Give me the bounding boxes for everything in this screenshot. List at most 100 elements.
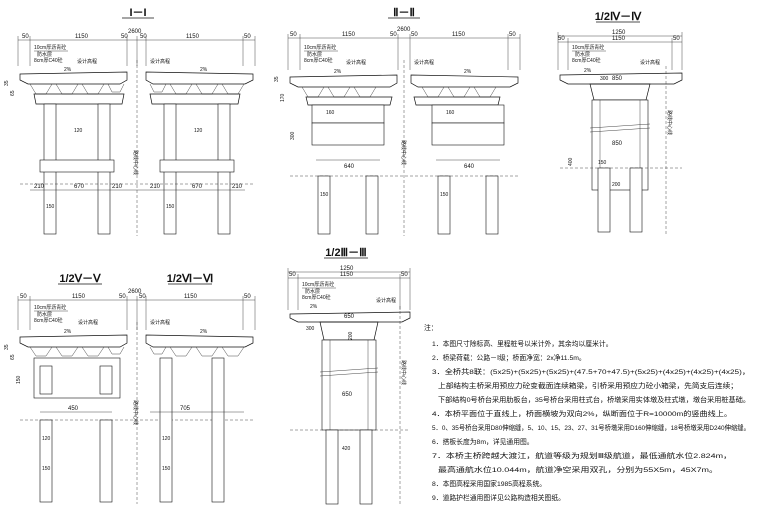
- label: 8cm厚C40砼: [304, 57, 333, 64]
- label: 2%: [200, 67, 208, 73]
- label: 8cm厚C40砼: [34, 317, 63, 324]
- dim: 150: [16, 375, 22, 384]
- dim: 650: [342, 392, 353, 398]
- dim: 50: [20, 294, 27, 300]
- label: 设计高程: [346, 59, 366, 66]
- label: 35: [4, 344, 10, 350]
- label: 10cm厚沥青砼: [304, 44, 336, 51]
- label: 防水层: [37, 311, 52, 318]
- dim: 50: [290, 32, 297, 38]
- dim: 210: [232, 184, 243, 190]
- dim: 150: [162, 466, 171, 472]
- dim: 300: [306, 326, 315, 332]
- label: 设计高程: [376, 297, 396, 304]
- dim: 120: [194, 128, 203, 134]
- label: 2%: [200, 329, 208, 335]
- dim: 450: [68, 406, 79, 412]
- section-3-3: 1/2Ⅲ－Ⅲ 1250 50 1150 50 10cm厚沥青砼 防水层 8cm厚…: [287, 247, 411, 506]
- dim: 300: [600, 76, 609, 82]
- notes-heading: 注：: [424, 323, 438, 332]
- label: 65: [10, 90, 16, 96]
- note-item: 4．本桥平面位于直线上，桥面横坡为双向2%，纵断面位于R=10000m的竖曲线上…: [432, 409, 732, 418]
- dim: 150: [320, 192, 329, 198]
- note-item: 上部结构主桥采用预应力砼变截面连续箱梁，引桥采用预应力砼小箱梁，先简支后连续；: [438, 381, 738, 390]
- label: 设计高程: [77, 58, 97, 65]
- label: 2%: [64, 329, 72, 335]
- note-item: 3．全桥共8联：(5x25)+(5x25)+(5x25)+(47.5+70+47…: [432, 367, 750, 376]
- label: 8cm厚C40砼: [302, 294, 331, 301]
- dim: 50: [390, 32, 397, 38]
- dim: 200: [348, 331, 354, 340]
- dim: 1150: [186, 34, 200, 40]
- dim: 705: [180, 406, 191, 412]
- dim: 2600: [128, 29, 142, 35]
- label: 防水层: [307, 51, 322, 58]
- dim: 670: [74, 184, 85, 190]
- dim: 1250: [612, 30, 626, 36]
- dim: 120: [162, 436, 171, 442]
- centerline-label: 路线中心线: [400, 360, 407, 385]
- section-6-title: 1/2Ⅵ－Ⅵ: [167, 273, 214, 285]
- label: 2%: [464, 69, 472, 75]
- label: 防水层: [37, 51, 52, 58]
- dim: 50: [244, 34, 251, 40]
- dim: 150: [440, 192, 449, 198]
- label: 设计高程: [150, 58, 170, 65]
- note-item: 下部结构0号桥台采用肋板台，35号桥台采用柱式台，桥墩采用实体墩及柱式墩，墩台采…: [438, 395, 750, 404]
- label: 10cm厚沥青砼: [34, 304, 66, 311]
- dim: 670: [192, 184, 203, 190]
- dim: 1150: [612, 36, 626, 42]
- dim: 1150: [452, 32, 466, 38]
- label: 设计高程: [414, 59, 434, 66]
- dim: 420: [342, 446, 351, 452]
- dim: 160: [326, 110, 335, 116]
- dim: 50: [411, 32, 418, 38]
- dim: 50: [22, 34, 29, 40]
- dim: 1150: [75, 34, 89, 40]
- section-2-2: Ⅱ－Ⅱ 50 1150 2600 50 50 1150 50 10cm厚沥青砼 …: [274, 7, 521, 236]
- label: 2%: [64, 67, 72, 73]
- label: 防水层: [575, 51, 590, 58]
- label: 2%: [310, 304, 318, 310]
- dim: 50: [139, 294, 146, 300]
- dim: 50: [289, 272, 296, 278]
- section-3-title: 1/2Ⅲ－Ⅲ: [325, 247, 366, 259]
- dim: 210: [34, 184, 45, 190]
- dim: 150: [42, 466, 51, 472]
- dim: 1150: [184, 294, 198, 300]
- label: 8cm厚C40砼: [572, 57, 601, 64]
- dim: 160: [446, 110, 455, 116]
- dim: 640: [464, 164, 475, 170]
- label: 8cm厚C40砼: [34, 57, 63, 64]
- dim: 120: [74, 128, 83, 134]
- label: 10cm厚沥青砼: [34, 44, 66, 51]
- note-item: 8．本图高程采用国家1985高程系统。: [432, 479, 546, 488]
- label: 设计高程: [150, 319, 170, 326]
- dim: 50: [401, 272, 408, 278]
- label: 2%: [334, 69, 342, 75]
- dim: 50: [509, 32, 516, 38]
- dim: 1150: [72, 294, 86, 300]
- label: 65: [10, 354, 16, 360]
- centerline-label: 路线中心线: [400, 140, 407, 165]
- note-item: 1．本图尺寸除标高、里程桩号以米计外，其余均以厘米计。: [432, 339, 613, 348]
- note-item: 9．道路护栏通用图详见公路构造相关图纸。: [432, 493, 565, 502]
- dim: 2600: [128, 289, 142, 295]
- label: 170: [280, 93, 286, 102]
- centerline-label: 路线中心线: [132, 150, 139, 175]
- section-1-title: I－I: [129, 7, 146, 19]
- section-5-6: 1/2Ⅴ－Ⅴ 1/2Ⅵ－Ⅵ 50 1150 2600 50 50 1150 50…: [4, 273, 256, 504]
- label: 设计高程: [640, 59, 660, 66]
- dim: 200: [612, 182, 621, 188]
- dim: 300: [290, 131, 296, 140]
- dim: 50: [119, 294, 126, 300]
- dim: 50: [673, 36, 680, 42]
- dim: 400: [568, 157, 574, 166]
- centerline-label: 路线中心线: [666, 110, 673, 135]
- dim: 50: [121, 34, 128, 40]
- label: 2%: [584, 68, 592, 74]
- note-item: 最高通航水位10.044m，航道净空采用双孔，分别为55X5m，45X7m。: [438, 465, 718, 474]
- notes-block: 注： 1．本图尺寸除标高、里程桩号以米计外，其余均以厘米计。 2．桥梁荷载：公路…: [424, 323, 750, 502]
